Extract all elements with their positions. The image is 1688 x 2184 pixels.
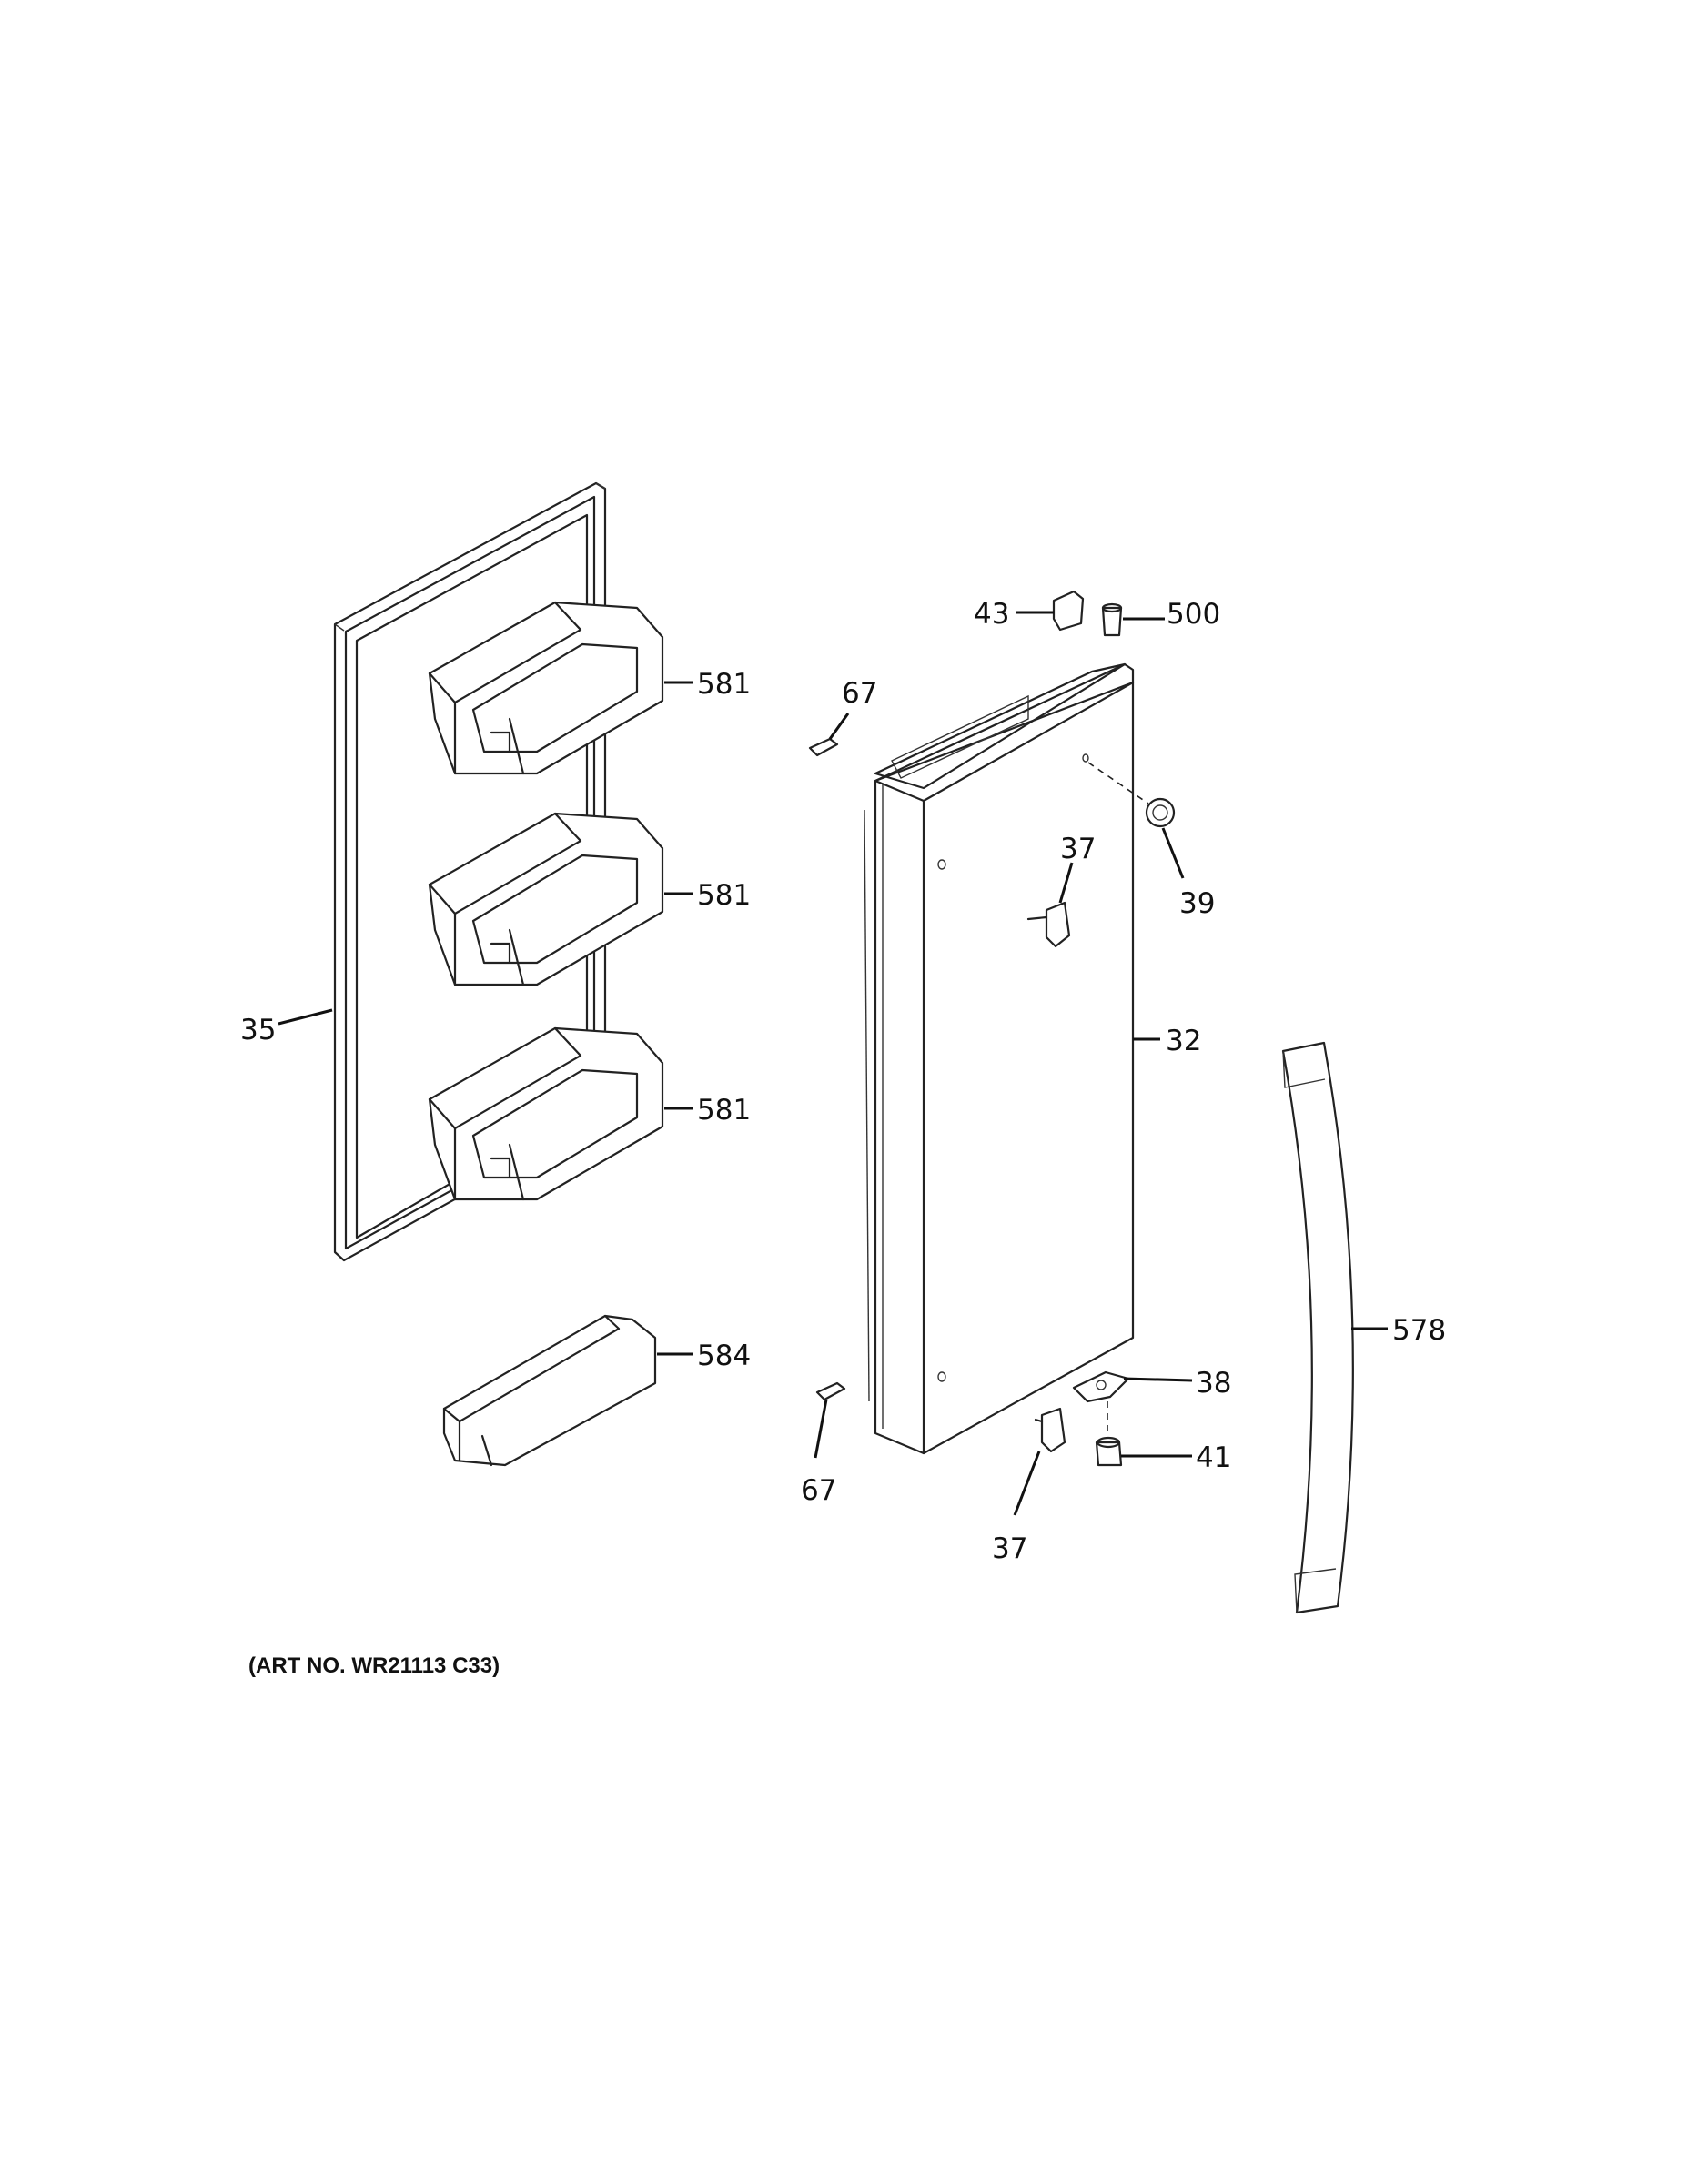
- callout-581-middle: 581: [697, 879, 751, 912]
- door-closer-bottom: [1034, 1407, 1066, 1453]
- door-bin-shallow: [442, 1314, 657, 1467]
- door-assembly: [864, 662, 1135, 1455]
- callout-584: 584: [697, 1340, 751, 1372]
- door-stop-top: [808, 737, 839, 757]
- callout-37-bottom: 37: [992, 1532, 1027, 1565]
- callout-37-top: 37: [1060, 833, 1096, 865]
- callout-41: 41: [1196, 1441, 1231, 1474]
- plug-button: [1145, 797, 1176, 828]
- callout-43: 43: [974, 598, 1009, 631]
- door-stop-bottom: [815, 1381, 846, 1401]
- hinge-cover-part: [1052, 590, 1085, 632]
- callout-32: 32: [1166, 1025, 1201, 1057]
- leader-lines: [278, 611, 1388, 1516]
- callout-38: 38: [1196, 1367, 1231, 1400]
- callout-500: 500: [1167, 598, 1220, 631]
- callout-581-lower: 581: [697, 1094, 751, 1127]
- door-bin-middle: [428, 812, 664, 986]
- door-closer-top: [1026, 901, 1071, 948]
- callout-67-bottom: 67: [801, 1474, 836, 1507]
- door-bin-lower: [428, 1026, 664, 1201]
- plug-guide-line: [1087, 762, 1149, 804]
- callout-39: 39: [1179, 887, 1215, 920]
- bushing-bottom-part: [1095, 1436, 1123, 1467]
- bushing-top-part: [1101, 602, 1123, 637]
- callout-581-upper: 581: [697, 668, 751, 701]
- callout-67-top: 67: [842, 677, 877, 710]
- door-handle: [1281, 1041, 1354, 1614]
- door-bin-upper: [428, 601, 664, 775]
- callout-578: 578: [1392, 1314, 1446, 1347]
- hinge-bracket-bottom: [1072, 1370, 1130, 1403]
- callout-35: 35: [240, 1014, 276, 1046]
- art-number-caption: (ART NO. WR21113 C33): [248, 1653, 500, 1678]
